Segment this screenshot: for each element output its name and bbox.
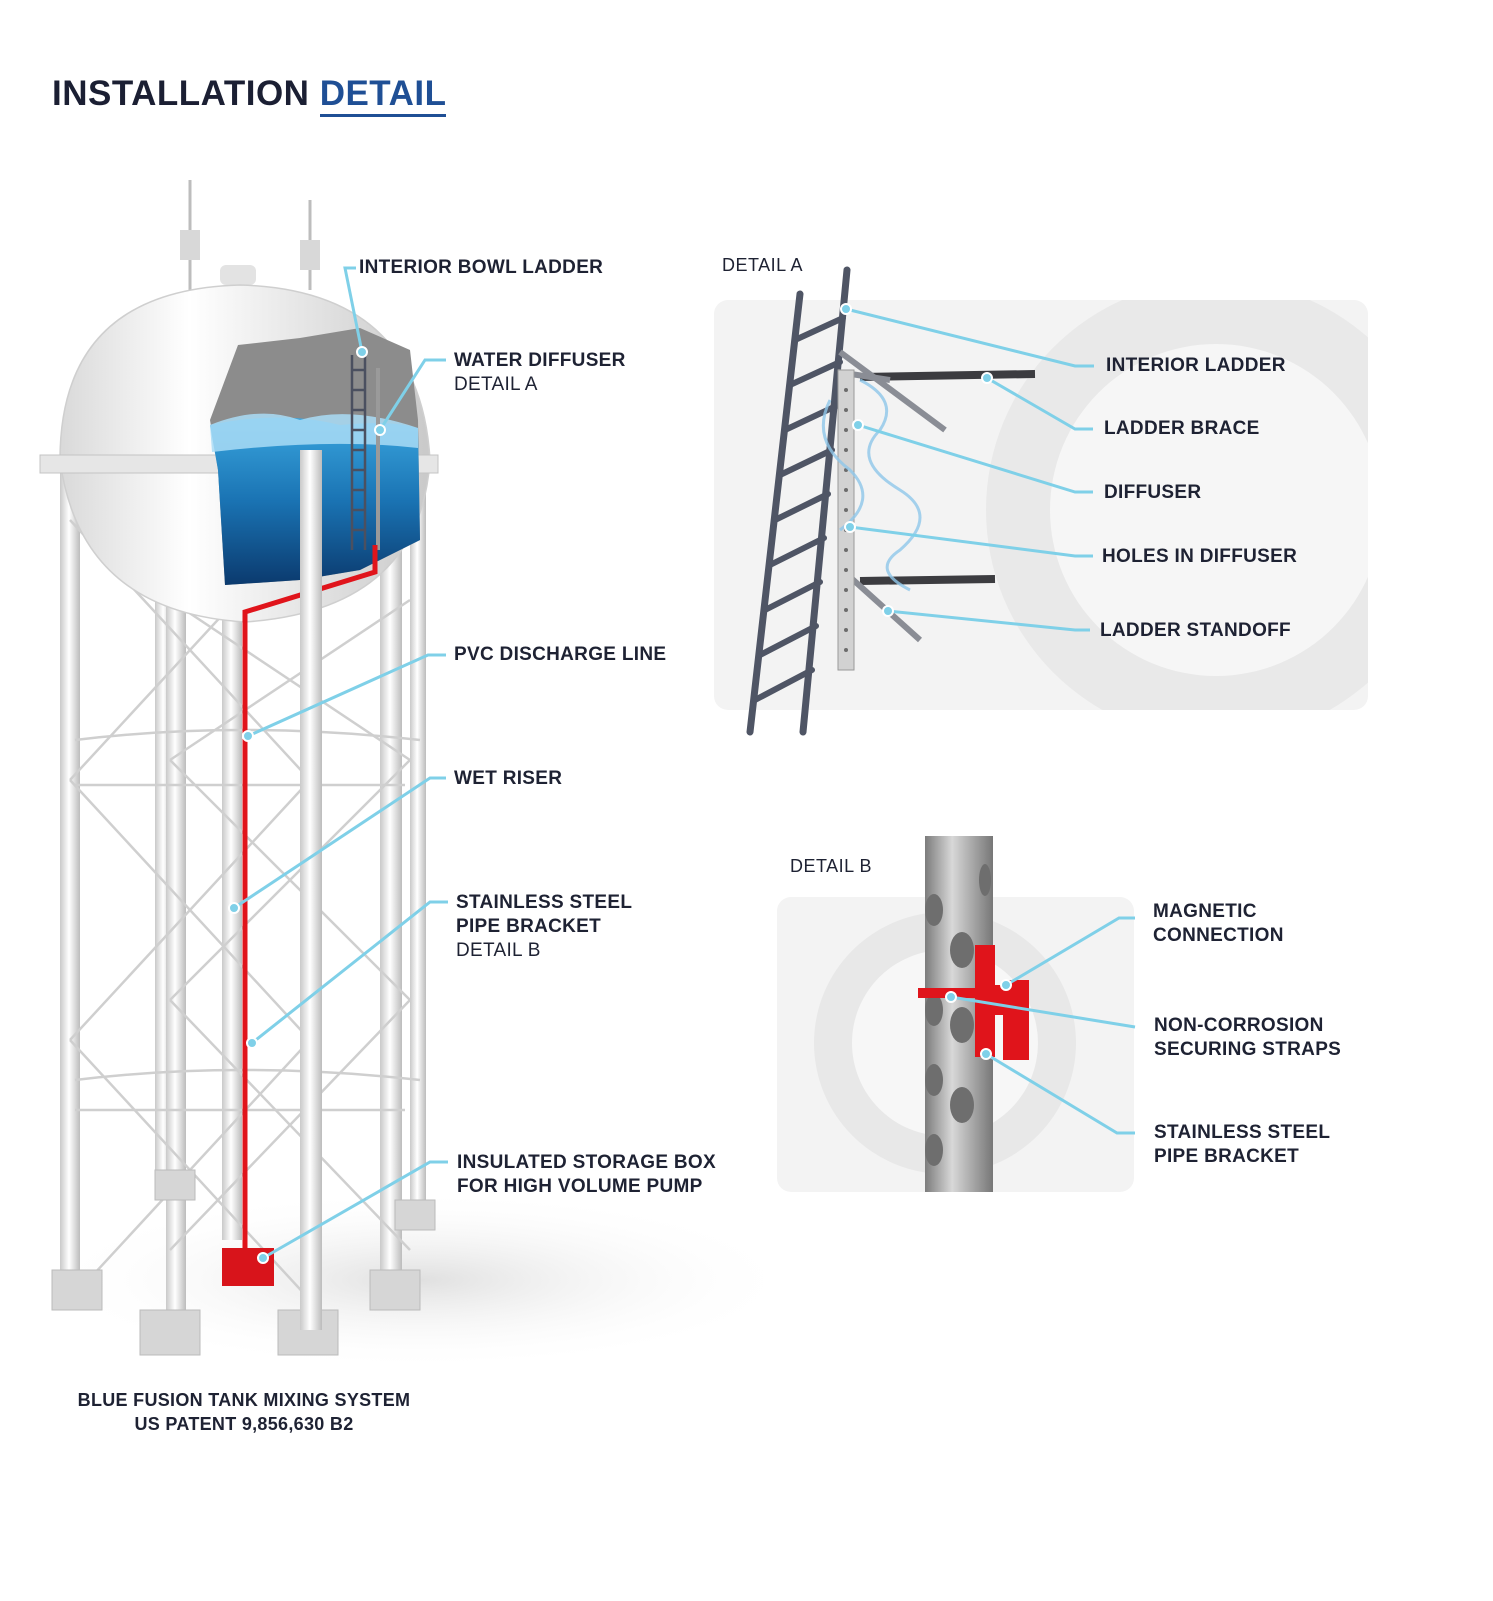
label-text-line1: STAINLESS STEEL [456,892,633,913]
antennas [180,180,320,290]
detail-a-leader-dots [840,303,993,617]
label-text-line2: FOR HIGH VOLUME PUMP [457,1176,703,1197]
detail-b-heading: DETAIL B [790,856,873,876]
label-text: WET RISER [454,768,563,789]
caption: BLUE FUSION TANK MIXING SYSTEM US PATENT… [44,1388,444,1436]
footings [51,1169,436,1356]
label-pipe-bracket: STAINLESS STEEL PIPE BRACKET DETAIL B [456,891,632,963]
label-text: PVC DISCHARGE LINE [454,644,667,665]
tank-ladder [350,355,380,550]
label-text-line2: SECURING STRAPS [1154,1039,1342,1060]
detail-b-leader-dots [945,979,1012,1060]
detail-a-braces [859,370,1036,585]
label-securing-straps: NON-CORROSION SECURING STRAPS [1154,1014,1341,1062]
detail-b-bracket [918,945,1029,1060]
label-text-line1: STAINLESS STEEL [1154,1122,1331,1143]
tower-leader-dots [228,346,386,1264]
label-wet-riser: WET RISER [454,767,562,791]
detail-a-diffuser-pipe [837,369,855,671]
label-magnetic-connection: MAGNETIC CONNECTION [1153,900,1284,948]
label-detail-ref: DETAIL B [456,940,541,961]
caption-line1: BLUE FUSION TANK MIXING SYSTEM [77,1390,411,1410]
tower-leaders [233,266,448,1260]
wet-riser-leg [300,450,322,1330]
detail-a-heading: DETAIL A [722,255,804,275]
label-text-line2: CONNECTION [1153,925,1284,946]
label-ladder-standoff: LADDER STANDOFF [1100,620,1291,641]
label-text-line2: PIPE BRACKET [456,916,602,937]
label-stainless-bracket: STAINLESS STEEL PIPE BRACKET [1154,1121,1330,1169]
label-storage-box: INSULATED STORAGE BOX FOR HIGH VOLUME PU… [457,1151,716,1199]
detail-a-ladder [746,266,851,736]
page-title: INSTALLATION DETAIL [52,74,447,117]
label-water-diffuser: WATER DIFFUSER DETAIL A [454,349,626,397]
label-holes-in-diffuser: HOLES IN DIFFUSER [1102,546,1298,567]
label-text-line1: NON-CORROSION [1154,1015,1324,1036]
title-main: INSTALLATION [52,74,310,113]
label-text: WATER DIFFUSER [454,350,626,371]
label-text-line2: PIPE BRACKET [1154,1146,1300,1167]
label-detail-ref: DETAIL A [454,374,538,395]
caption-line2: US PATENT 9,856,630 B2 [134,1414,354,1434]
detail-b-leaders [950,916,1136,1135]
label-text-line1: MAGNETIC [1153,901,1257,922]
detail-a-leaders [845,307,1094,632]
title-accent: DETAIL [319,74,447,117]
detail-b-pipe-holes [925,864,991,1166]
detail-a-water-spray [821,378,922,592]
label-diffuser: DIFFUSER [1104,482,1202,503]
label-pvc-discharge-line: PVC DISCHARGE LINE [454,643,666,667]
detail-a-ring-inner [1050,344,1368,676]
label-interior-bowl-ladder: INTERIOR BOWL LADDER [359,256,603,280]
detail-a-diffuser-holes [844,388,848,652]
label-text-line1: INSULATED STORAGE BOX [457,1152,716,1173]
label-interior-ladder: INTERIOR LADDER [1106,355,1286,376]
label-text: INTERIOR BOWL LADDER [359,257,604,278]
label-ladder-brace: LADDER BRACE [1104,418,1260,439]
